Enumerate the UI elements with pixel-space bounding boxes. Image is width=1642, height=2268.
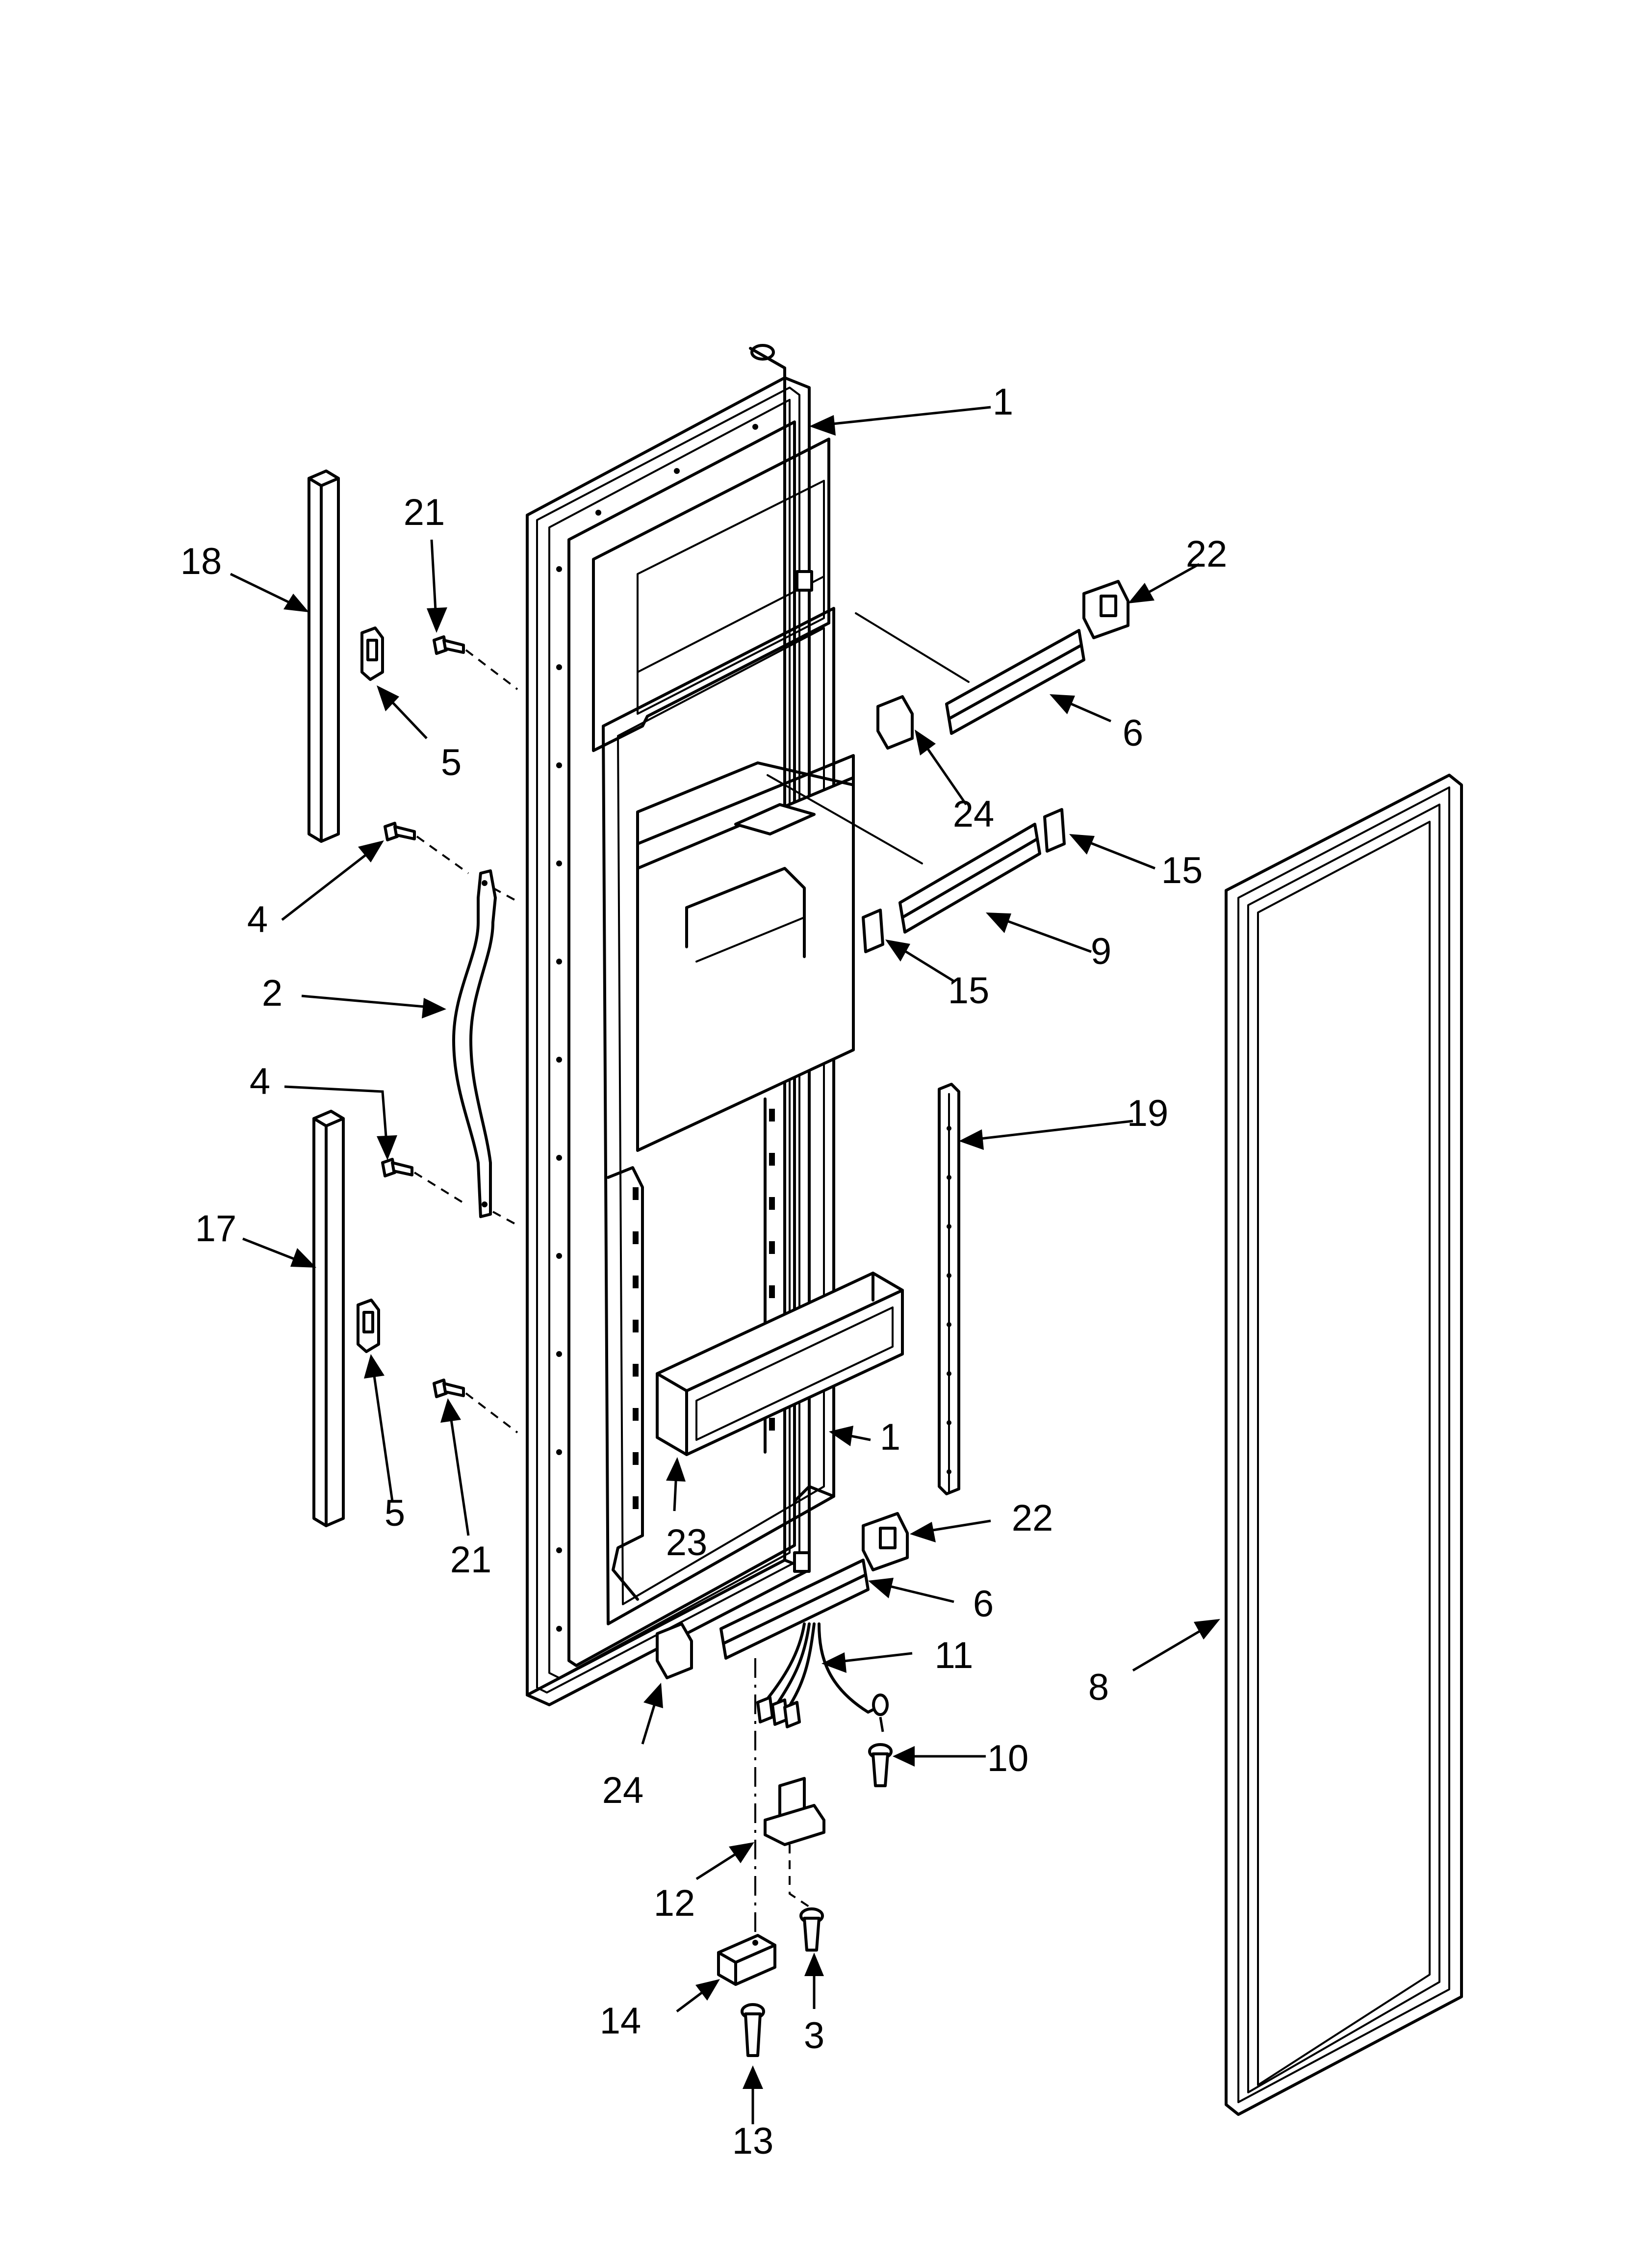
- end-cap-22-upper: [1082, 580, 1129, 639]
- trim-strip-17: [312, 1110, 345, 1527]
- callout-10: 10: [987, 1738, 1029, 1779]
- callout-5-lower: 5: [385, 1492, 405, 1534]
- callout-17: 17: [195, 1208, 237, 1250]
- callout-22-lower: 22: [1012, 1497, 1053, 1539]
- callout-15-upper: 15: [1161, 850, 1203, 891]
- callout-21-lower: 21: [450, 1539, 492, 1581]
- callout-8: 8: [1088, 1667, 1109, 1708]
- callout-4-lower: 4: [250, 1061, 270, 1102]
- door-screw-holes: [556, 424, 758, 1632]
- door-handle: [452, 869, 520, 1227]
- clip-5-lower: [357, 1299, 380, 1353]
- callout-9: 9: [1091, 931, 1111, 972]
- door-panel: [526, 344, 855, 1706]
- end-cap-15-lower: [862, 909, 884, 953]
- end-cap-24-upper: [876, 695, 914, 750]
- clip-5-upper: [360, 626, 384, 681]
- screw-21-upper: [433, 635, 518, 690]
- trim-strip-18: [308, 469, 340, 843]
- callout-24-upper: 24: [953, 793, 995, 835]
- callout-1-bin: 1: [880, 1416, 900, 1458]
- callout-14: 14: [600, 2000, 641, 2042]
- shelf-rail-6-lower: [719, 1559, 870, 1660]
- callout-24-lower: 24: [602, 1770, 644, 1811]
- hinge-block-14: [717, 1934, 776, 1986]
- shelf-rail-9: [767, 774, 1041, 934]
- door-gasket: [1225, 774, 1463, 2116]
- callout-6-upper: 6: [1123, 712, 1143, 754]
- callout-labels: 1 1 2 3 4 4 5 5 6 6 8 9 10 11 12 13 14 1…: [180, 381, 1228, 2162]
- vertical-rail-19: [938, 1083, 960, 1495]
- leader-lines: [230, 406, 1220, 2124]
- callout-18: 18: [180, 541, 222, 582]
- callout-19: 19: [1127, 1093, 1169, 1134]
- callout-1-top: 1: [993, 381, 1013, 423]
- callout-5-upper: 5: [441, 742, 462, 783]
- dispenser-housing: [636, 754, 855, 1152]
- liner-slots: [633, 1088, 786, 1509]
- callout-6-lower: 6: [973, 1583, 994, 1625]
- callout-21-upper: 21: [404, 492, 445, 533]
- callout-2: 2: [262, 972, 282, 1014]
- callout-13: 13: [732, 2120, 774, 2162]
- screw-13: [741, 2003, 765, 2057]
- callout-11: 11: [935, 1635, 974, 1676]
- screw-4-lower: [381, 1158, 467, 1205]
- callout-22-upper: 22: [1186, 533, 1228, 575]
- screw-10: [868, 1743, 893, 1787]
- end-cap-15-upper: [1043, 808, 1066, 853]
- screw-4-upper: [384, 822, 469, 874]
- end-cap-22-lower: [862, 1512, 909, 1571]
- door-bin: [656, 1272, 904, 1456]
- screw-21-lower: [433, 1379, 518, 1434]
- callout-3: 3: [804, 2015, 824, 2057]
- wire-harness: [756, 1622, 889, 1728]
- screw-3: [789, 1845, 824, 1952]
- callout-23: 23: [666, 1522, 708, 1564]
- callout-4-upper: 4: [247, 899, 268, 940]
- end-cap-24-lower: [656, 1622, 693, 1679]
- callout-12: 12: [654, 1882, 695, 1924]
- callout-15-lower: 15: [948, 970, 990, 1012]
- shelf-rail-6-upper: [855, 612, 1085, 735]
- hinge-pin-12: [764, 1777, 825, 1846]
